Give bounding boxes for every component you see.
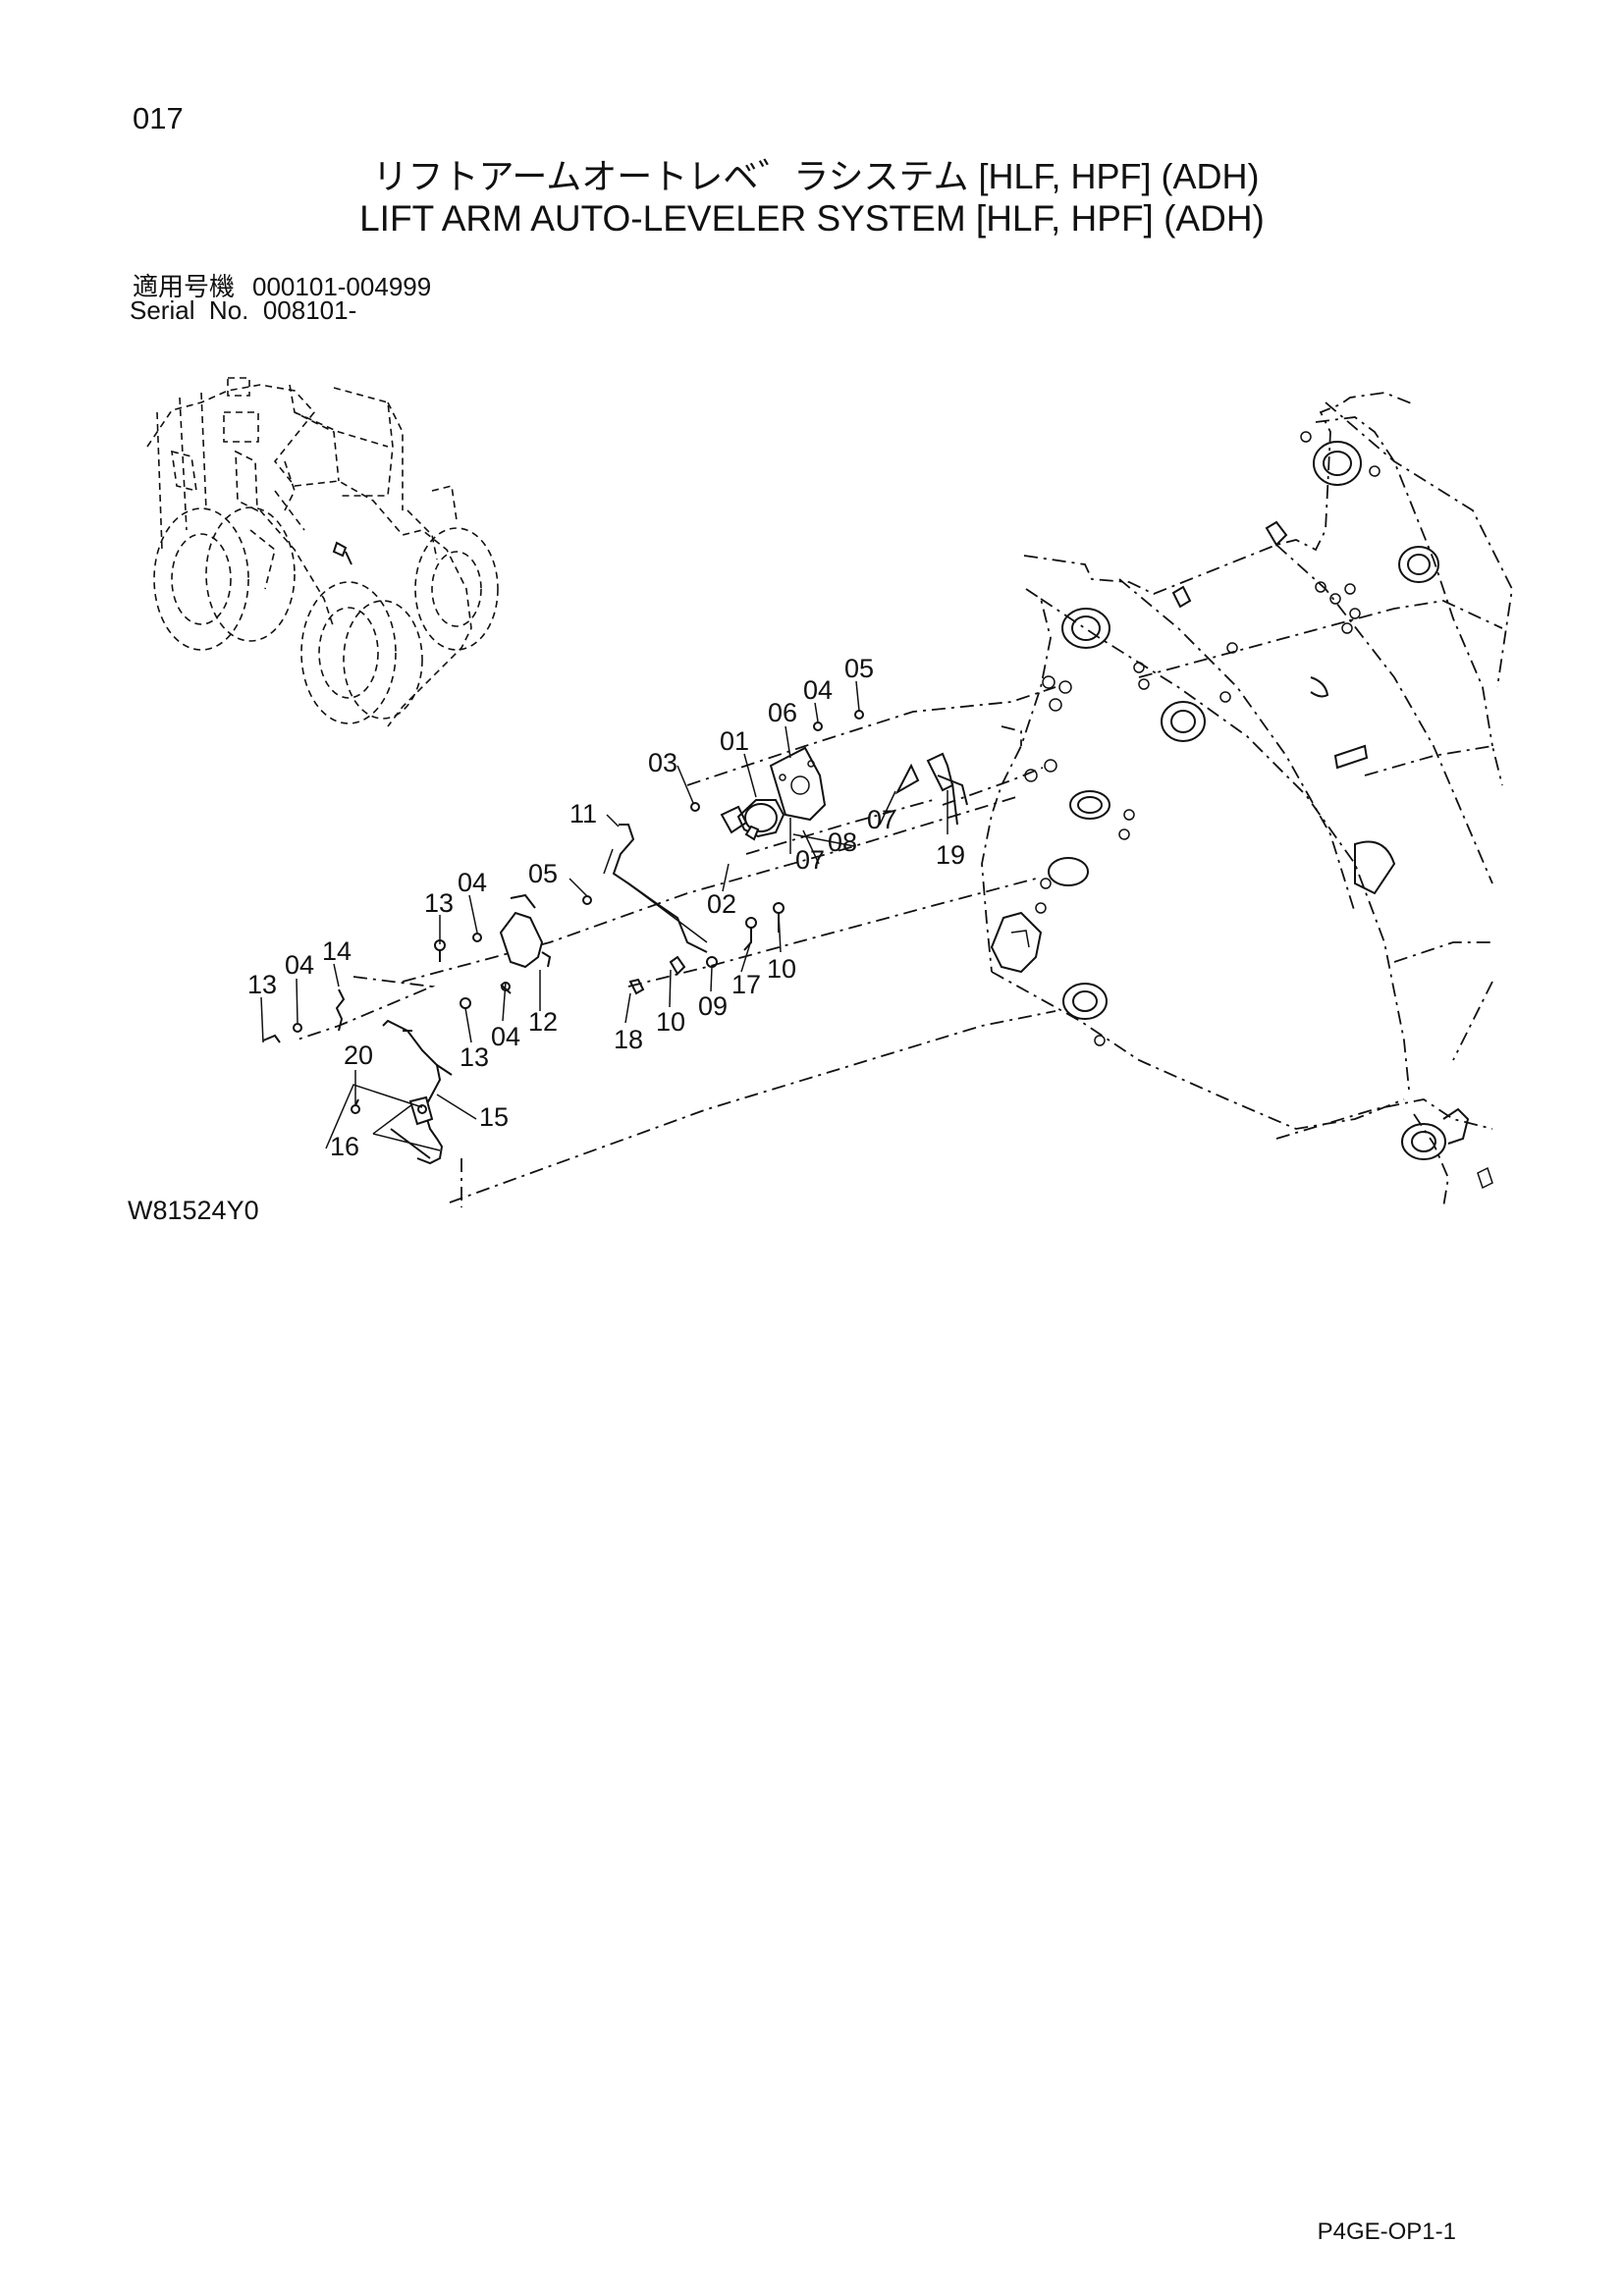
callout-label: 06 [768, 698, 797, 727]
callout-label: 10 [656, 1007, 685, 1037]
exploded-parts [262, 686, 1056, 1207]
callout-label: 05 [528, 859, 558, 888]
callout-labels: 01 02 03 04 04 04 04 05 05 06 07 07 08 0… [247, 654, 965, 1161]
lift-arm-frame [981, 392, 1513, 1208]
callout-label: 04 [285, 950, 314, 980]
serial-japanese: 適用号機 000101-004999 [133, 267, 431, 303]
title-english: LIFT ARM AUTO-LEVELER SYSTEM [HLF, HPF] … [359, 198, 1265, 239]
callout-label: 04 [491, 1022, 520, 1051]
callout-label: 05 [844, 654, 874, 683]
callout-label: 07 [795, 845, 825, 875]
callout-leaders [260, 680, 948, 1151]
callout-label: 20 [344, 1041, 373, 1070]
callout-label: 12 [528, 1007, 558, 1037]
title-japanese: リフトアームオートレベ゛ラシステム [HLF, HPF] (ADH) [372, 156, 1260, 196]
serial-english: Serial No. 008101- [130, 295, 357, 325]
callout-label: 17 [731, 970, 761, 999]
machine-overview-thumbnail [146, 377, 499, 727]
callout-label: 03 [648, 748, 677, 777]
serial-japanese-label: 適用号機 [133, 272, 236, 301]
callout-label: 13 [424, 888, 454, 918]
page-number: 017 [133, 101, 184, 135]
callout-label: 04 [803, 675, 833, 705]
callout-label: 18 [614, 1025, 643, 1054]
callout-label: 13 [247, 970, 277, 999]
figure-code: W81524Y0 [128, 1196, 259, 1225]
callout-label: 02 [707, 889, 736, 919]
callout-label: 04 [458, 868, 487, 897]
footer-code: P4GE-OP1-1 [1317, 2218, 1456, 2245]
callout-label: 10 [767, 954, 796, 984]
callout-label: 09 [698, 991, 728, 1021]
callout-label: 19 [936, 840, 965, 870]
serial-japanese-range: 000101-004999 [252, 272, 432, 301]
callout-label: 14 [322, 936, 352, 966]
callout-label: 15 [479, 1102, 509, 1132]
callout-label: 13 [460, 1042, 489, 1072]
callout-label: 16 [330, 1132, 359, 1161]
callout-label: 01 [720, 726, 749, 756]
callout-label: 11 [569, 799, 597, 828]
